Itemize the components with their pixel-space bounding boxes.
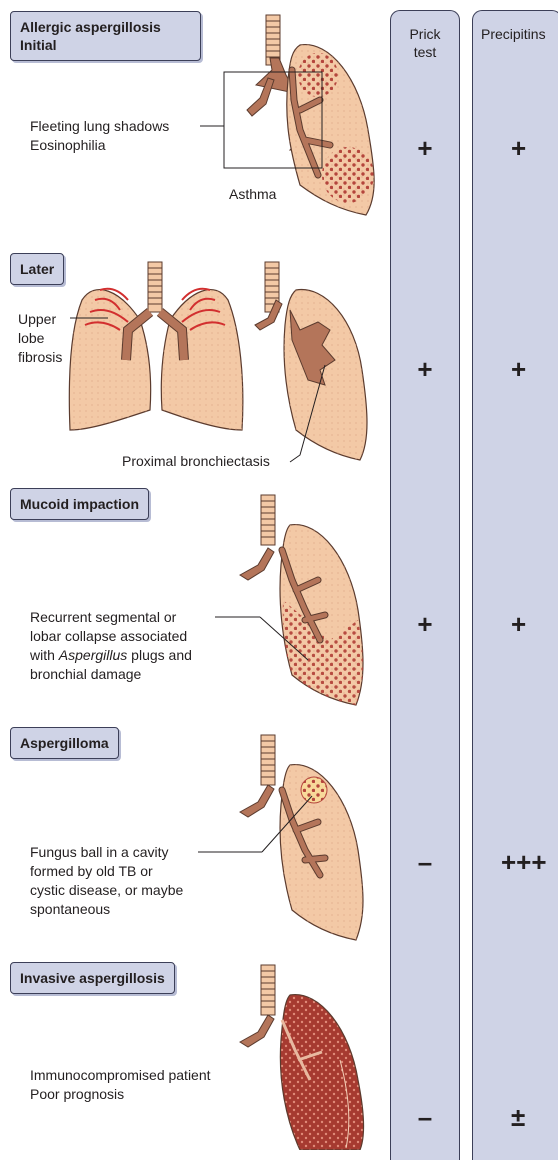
desc-later: Upper lobe fibrosis (18, 310, 62, 367)
lung-mucoid (215, 495, 363, 705)
lung-initial (200, 15, 374, 215)
title-invasive: Invasive aspergillosis (10, 962, 175, 994)
title-later: Later (10, 253, 64, 285)
desc-invasive: Immunocompromised patient Poor prognosis (30, 1066, 211, 1104)
desc-aspergilloma: Fungus ball in a cavity formed by old TB… (30, 843, 183, 919)
label-proximal-bronchiectasis: Proximal bronchiectasis (122, 452, 270, 471)
title-allergic-initial: Allergic aspergillosis Initial (10, 11, 201, 61)
lung-invasive (240, 965, 364, 1150)
desc-mucoid: Recurrent segmental or lobar collapse as… (30, 608, 192, 684)
desc-initial: Fleeting lung shadows Eosinophilia (30, 117, 169, 155)
lung-later (69, 262, 367, 462)
lung-aspergilloma (198, 735, 363, 940)
title-mucoid-impaction: Mucoid impaction (10, 488, 149, 520)
title-aspergilloma: Aspergilloma (10, 727, 119, 759)
label-asthma: Asthma (229, 185, 276, 204)
